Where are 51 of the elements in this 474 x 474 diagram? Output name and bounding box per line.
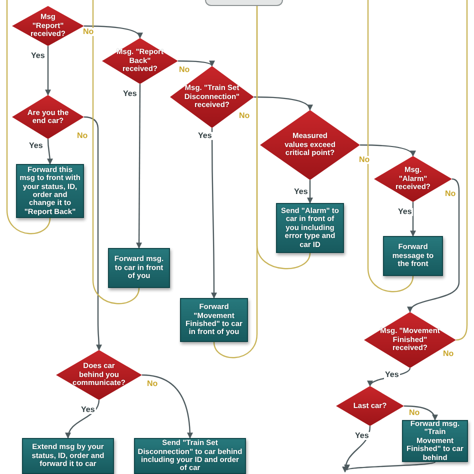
edge-label: No	[82, 28, 95, 36]
arrow	[360, 144, 415, 157]
edge-label: No	[408, 409, 421, 417]
edge-label: Yes	[293, 188, 309, 196]
decision-diamond	[170, 66, 254, 128]
arrow	[142, 374, 193, 439]
arrow	[46, 139, 53, 165]
arrow	[254, 96, 312, 111]
edge-label: Yes	[384, 371, 400, 379]
edge-label: Yes	[30, 52, 46, 60]
edge-label: Yes	[354, 432, 370, 440]
return-line	[456, 0, 468, 341]
arrow	[211, 128, 217, 299]
edge-label: Yes	[80, 406, 96, 414]
arrow	[84, 116, 102, 351]
arrow	[136, 84, 142, 249]
process-box	[108, 248, 170, 288]
edge-label: No	[442, 350, 455, 358]
return-line	[6, 0, 51, 234]
arrow	[342, 426, 371, 473]
edge-label: No	[146, 380, 159, 388]
edge-label: Yes	[122, 90, 138, 98]
process-box	[22, 438, 114, 474]
edge-label: Yes	[397, 208, 413, 216]
edge-label: No	[444, 190, 457, 198]
arrow	[307, 180, 313, 204]
decision-diamond	[260, 110, 360, 180]
edge-label: Yes	[197, 132, 213, 140]
arrow	[66, 400, 100, 439]
arrow	[84, 25, 142, 39]
decision-diamond	[12, 6, 84, 46]
edge-label: No	[76, 132, 89, 140]
decision-diamond	[102, 38, 178, 84]
edge-label: No	[178, 66, 191, 74]
return-line	[367, 0, 414, 292]
process-box	[383, 236, 443, 276]
terminal-box	[205, 0, 283, 6]
edge-label: Yes	[28, 142, 44, 150]
arrow	[178, 60, 214, 67]
decision-diamond	[56, 350, 142, 400]
arrow	[45, 46, 51, 96]
edge-label: No	[238, 112, 251, 120]
decision-diamond	[364, 312, 456, 368]
arrow	[346, 461, 436, 471]
return-line	[92, 0, 140, 304]
edge-label: No	[358, 156, 371, 164]
arrow	[408, 178, 460, 313]
arrow	[404, 405, 438, 421]
return-line	[256, 6, 311, 270]
decision-diamond	[336, 386, 404, 426]
arrow	[410, 202, 416, 237]
